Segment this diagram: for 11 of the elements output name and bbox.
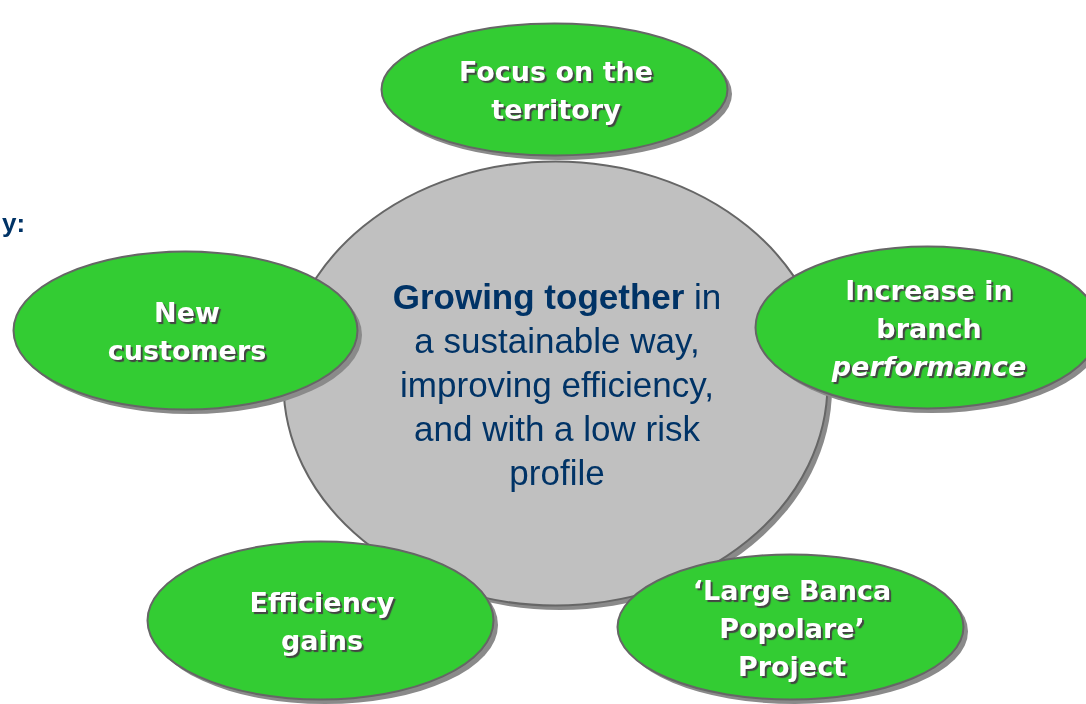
- ellipse-node: [380, 22, 732, 160]
- node-label: Focus on the territory: [457, 55, 655, 127]
- node-label: New customers: [107, 296, 267, 368]
- ellipse-node: [616, 553, 968, 704]
- node-label: Increase in branch performance: [830, 274, 1028, 384]
- node-label: Efficiency gains: [248, 586, 396, 658]
- node-label: Growing together in a sustainable way, improving efficiency, and with a low risk profile: [391, 276, 723, 494]
- ellipse-node: [12, 250, 362, 414]
- cut-off-text: y:: [2, 207, 26, 240]
- node-label: ‘Large Banca Popolare’ Project: [691, 573, 893, 684]
- ellipse-node: [146, 540, 498, 704]
